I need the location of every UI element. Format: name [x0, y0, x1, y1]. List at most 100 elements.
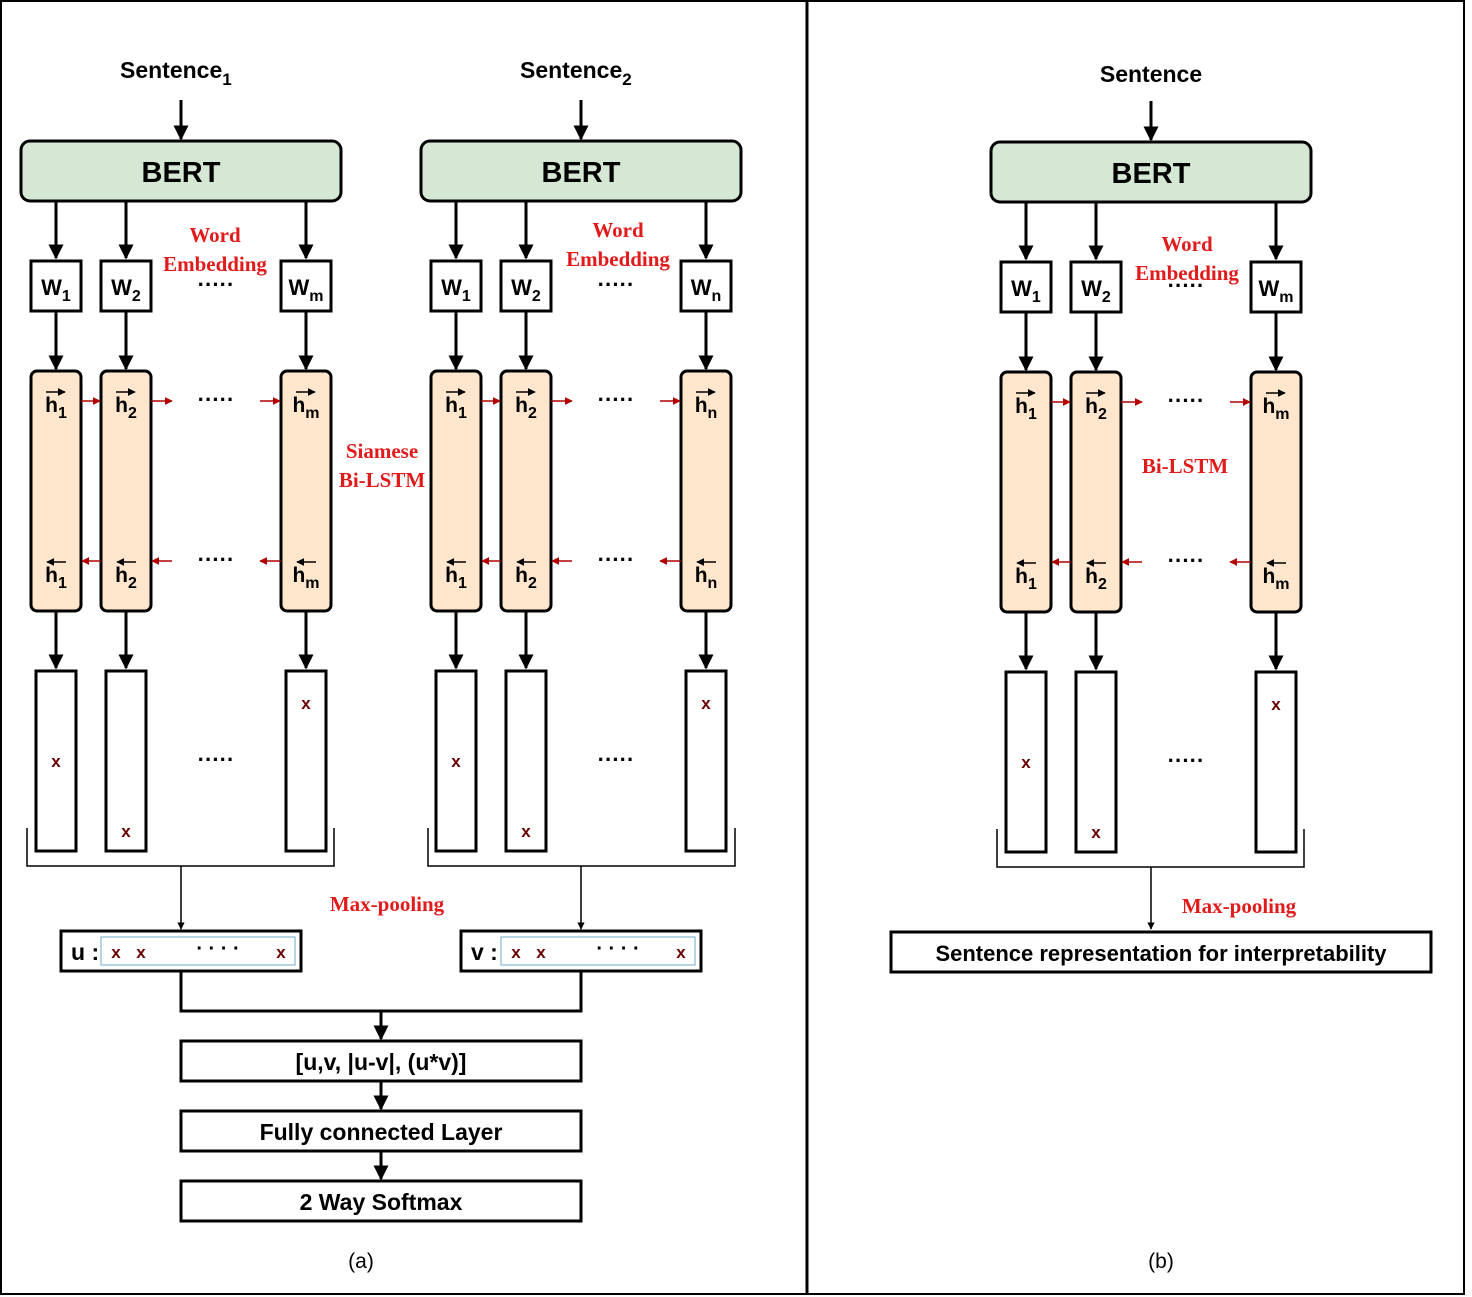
a-left-col-1-h-forward: h1	[45, 394, 67, 422]
a-left-output-dots: ·····	[198, 747, 235, 772]
b-col-2-h-backward: h2	[1085, 565, 1107, 593]
b-col-1-h-backward: h1	[1015, 565, 1037, 593]
fully-connected-box: Fully connected Layer	[179, 1109, 583, 1153]
sentence1-label: Sentence1	[120, 57, 232, 89]
b-backward-dots: ·····	[1168, 548, 1205, 573]
bert-box-b: BERT	[989, 140, 1313, 204]
svg-text:BERT: BERT	[1112, 158, 1191, 190]
bert-box-left: BERT	[19, 139, 343, 203]
a-left-col-2-output-vector	[104, 669, 148, 853]
a-left-col-1-w-label: W1	[41, 275, 71, 305]
a-left-w-dots: ·····	[198, 272, 235, 297]
svg-text:x: x	[676, 943, 686, 962]
a-left-backward-dots: ·····	[198, 547, 235, 572]
b-forward-dots: ·····	[1168, 388, 1205, 413]
a-left-col-3-output-vector	[284, 669, 328, 853]
a-right-col-3-output-vector	[684, 669, 728, 853]
a-left-col-3-max-mark: x	[301, 694, 311, 713]
caption-b: (b)	[1148, 1250, 1174, 1273]
a-right-col-3-h-backward: hn	[695, 564, 718, 592]
a-right-col-3-w-label: Wn	[691, 275, 722, 305]
a-right-col-2-w-label: W2	[511, 275, 541, 305]
a-right-col-2-h-forward: h2	[515, 394, 537, 422]
a-left-col-1-w-box	[29, 259, 83, 313]
b-col-2-output-vector	[1074, 670, 1118, 854]
sentence-label-b: Sentence	[1100, 61, 1202, 87]
siamese-bilstm-label: Siamese Bi-LSTM	[339, 439, 426, 492]
caption-a: (a)	[348, 1250, 374, 1273]
b-col-2-h-forward: h2	[1085, 395, 1107, 423]
softmax-box: 2 Way Softmax	[179, 1179, 583, 1223]
bert-box-right: BERT	[419, 139, 743, 203]
a-right-w-dots: ·····	[598, 272, 635, 297]
a-right-col-3-max-mark: x	[701, 694, 711, 713]
u-vector: u : x x · · · · x	[59, 929, 303, 973]
a-right-col-1-w-box	[429, 259, 483, 313]
max-pooling-label-a: Max-pooling	[330, 892, 445, 916]
svg-text:[u,v, |u-v|, (u*v)]: [u,v, |u-v|, (u*v)]	[296, 1049, 467, 1075]
svg-text:· · · ·: · · · ·	[196, 938, 239, 960]
a-right-col-1-h-backward: h1	[445, 564, 467, 592]
svg-text:Fully connected Layer: Fully connected Layer	[260, 1119, 503, 1145]
sentence2-label: Sentence2	[520, 57, 632, 89]
svg-text:Embedding: Embedding	[163, 252, 267, 276]
word-embedding-label-right: Word Embedding	[566, 218, 670, 271]
b-col-3-w-box	[1249, 260, 1303, 314]
b-col-3-max-mark: x	[1271, 695, 1281, 714]
a-right-output-dots: ·····	[598, 747, 635, 772]
a-left-col-3-w-label: Wm	[289, 275, 324, 305]
svg-text:Word: Word	[592, 218, 644, 242]
a-left-col-1-output-vector	[34, 669, 78, 853]
a-right-backward-dots: ·····	[598, 547, 635, 572]
svg-text:Embedding: Embedding	[566, 247, 670, 271]
b-output-dots: ·····	[1168, 748, 1205, 773]
svg-text:x: x	[136, 943, 146, 962]
b-col-1-w-label: W1	[1011, 276, 1041, 306]
svg-text:x: x	[536, 943, 546, 962]
svg-text:Bi-LSTM: Bi-LSTM	[339, 468, 426, 492]
a-right-col-1-h-forward: h1	[445, 394, 467, 422]
svg-text:BERT: BERT	[142, 157, 221, 189]
svg-text:Word: Word	[1161, 232, 1213, 256]
a-left-col-2-h-backward: h2	[115, 564, 137, 592]
svg-text:x: x	[111, 943, 121, 962]
b-col-3-w-label: Wm	[1259, 276, 1294, 306]
b-col-2-w-box	[1069, 260, 1123, 314]
a-left-col-2-max-mark: x	[121, 822, 131, 841]
v-vector: v : x x · · · · x	[459, 929, 703, 973]
a-left-col-2-h-forward: h2	[115, 394, 137, 422]
b-col-1-max-mark: x	[1021, 753, 1031, 772]
svg-text:BERT: BERT	[542, 157, 621, 189]
b-col-1-h-forward: h1	[1015, 395, 1037, 423]
a-left-col-3-h-backward: hm	[292, 564, 319, 592]
a-right-col-1-w-label: W1	[441, 275, 471, 305]
svg-text:· · · ·: · · · ·	[596, 938, 639, 960]
a-right-forward-dots: ·····	[598, 387, 635, 412]
join-line	[179, 971, 583, 1013]
b-col-3-h-backward: hm	[1262, 565, 1289, 593]
a-left-col-1-h-backward: h1	[45, 564, 67, 592]
svg-text:x: x	[276, 943, 286, 962]
a-right-col-2-h-backward: h2	[515, 564, 537, 592]
b-col-2-max-mark: x	[1091, 823, 1101, 842]
a-left-col-2-w-label: W2	[111, 275, 141, 305]
u-label: u :	[71, 939, 99, 965]
svg-text:Word: Word	[189, 223, 241, 247]
a-right-col-2-output-vector	[504, 669, 548, 853]
token-columns: W1 h1 h1 x W2 h2 h2 x Wm hm hm x ····· ····· ····· ····…	[29, 201, 1303, 854]
a-left-forward-dots: ·····	[198, 387, 235, 412]
b-col-1-w-box	[999, 260, 1053, 314]
concat-box: [u,v, |u-v|, (u*v)]	[179, 1039, 583, 1083]
max-pooling-label-b: Max-pooling	[1182, 894, 1297, 918]
b-col-1-output-vector	[1004, 670, 1048, 854]
b-w-dots: ·····	[1168, 273, 1205, 298]
a-right-col-2-max-mark: x	[521, 822, 531, 841]
word-embedding-label-b: Word Embedding	[1135, 232, 1239, 285]
b-col-3-h-forward: hm	[1262, 395, 1289, 423]
b-col-3-output-vector	[1254, 670, 1298, 854]
representation-box: Sentence representation for interpretabi…	[889, 930, 1433, 974]
a-right-col-1-max-mark: x	[451, 752, 461, 771]
bilstm-label-b: Bi-LSTM	[1142, 454, 1229, 478]
